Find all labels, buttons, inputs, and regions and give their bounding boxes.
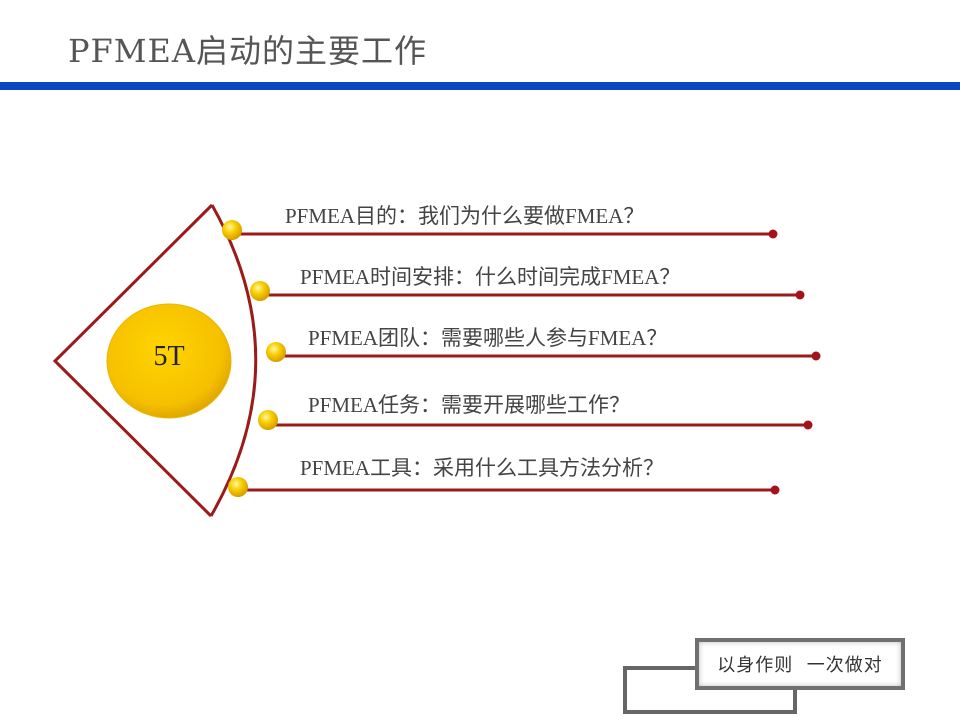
item-purpose: PFMEA目的：我们为什么要做FMEA？ (285, 204, 645, 228)
arc-node-balls (222, 220, 286, 497)
item-tasks: PFMEA任务：需要开展哪些工作？ (308, 393, 631, 417)
center-disc (106, 303, 232, 419)
center-label-5t: 5T (153, 341, 185, 372)
item-tools: PFMEA工具：采用什么工具方法分析？ (300, 456, 665, 480)
title-divider-bar (0, 82, 960, 90)
motto-text: 以身作则 一次做对 (717, 655, 883, 676)
fan-arc (209, 204, 258, 517)
item-team: PFMEA团队：需要哪些人参与FMEA？ (308, 326, 668, 350)
fan-outline (52, 203, 214, 518)
item-timeline: PFMEA时间安排：什么时间完成FMEA？ (300, 265, 681, 289)
line-end-dots (768, 229, 821, 495)
connector-lines (232, 232, 816, 492)
motto-box: 以身作则 一次做对 (695, 638, 905, 690)
page-title: PFMEA启动的主要工作 (68, 32, 427, 70)
